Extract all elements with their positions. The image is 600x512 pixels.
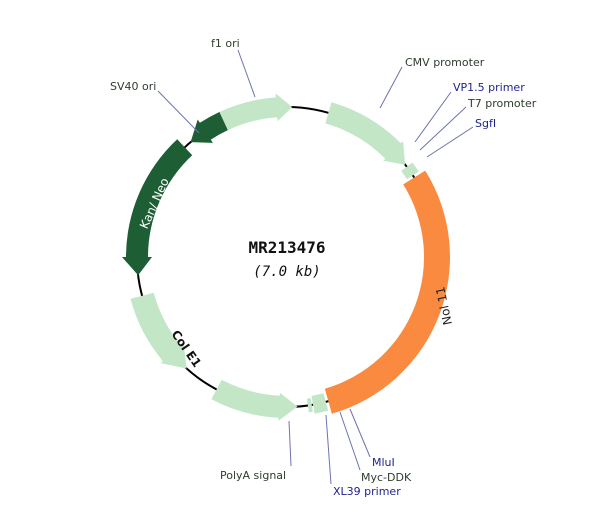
label-xl39-primer: XL39 primer xyxy=(333,485,401,498)
label-sv40-ori: SV40 ori xyxy=(110,80,156,93)
leader-vp15-primer xyxy=(414,91,452,143)
nol11-feature xyxy=(324,170,450,414)
leader-sv40-ori xyxy=(157,90,200,134)
vp15-t7-feature xyxy=(401,162,419,180)
label-vp15-primer: VP1.5 primer xyxy=(453,81,525,94)
leader-xl39-primer xyxy=(325,414,332,485)
sv40-ori-feature xyxy=(190,112,228,143)
mlui-feature xyxy=(306,398,313,413)
label-sgfi: SgfI xyxy=(475,117,496,130)
kan-neo-feature xyxy=(122,139,193,276)
leader-mlui xyxy=(349,408,371,458)
polya-signal-feature xyxy=(211,379,298,421)
col-e1-feature xyxy=(130,292,187,369)
leader-polya-signal xyxy=(288,420,292,467)
leader-cmv-promoter xyxy=(379,66,403,109)
leader-f1-ori xyxy=(237,49,256,98)
plasmid-size: (7.0 kb) xyxy=(253,264,320,280)
leader-myc-ddk xyxy=(339,411,361,471)
leader-lines xyxy=(157,49,474,485)
label-t7-promoter: T7 promoter xyxy=(467,97,537,110)
label-f1-ori: f1 ori xyxy=(211,37,240,50)
plasmid-name: MR213476 xyxy=(248,238,325,257)
f1-ori-feature xyxy=(216,93,293,132)
label-cmv-promoter: CMV promoter xyxy=(405,56,485,69)
leader-t7-promoter xyxy=(419,106,467,151)
label-polya-signal: PolyA signal xyxy=(220,469,286,482)
cmv-promoter-feature xyxy=(325,102,406,165)
myc-ddk-feature xyxy=(311,393,329,414)
leader-sgfi xyxy=(426,126,474,158)
label-myc-ddk: Myc-DDK xyxy=(361,471,412,484)
label-mlui: MluI xyxy=(372,456,395,469)
